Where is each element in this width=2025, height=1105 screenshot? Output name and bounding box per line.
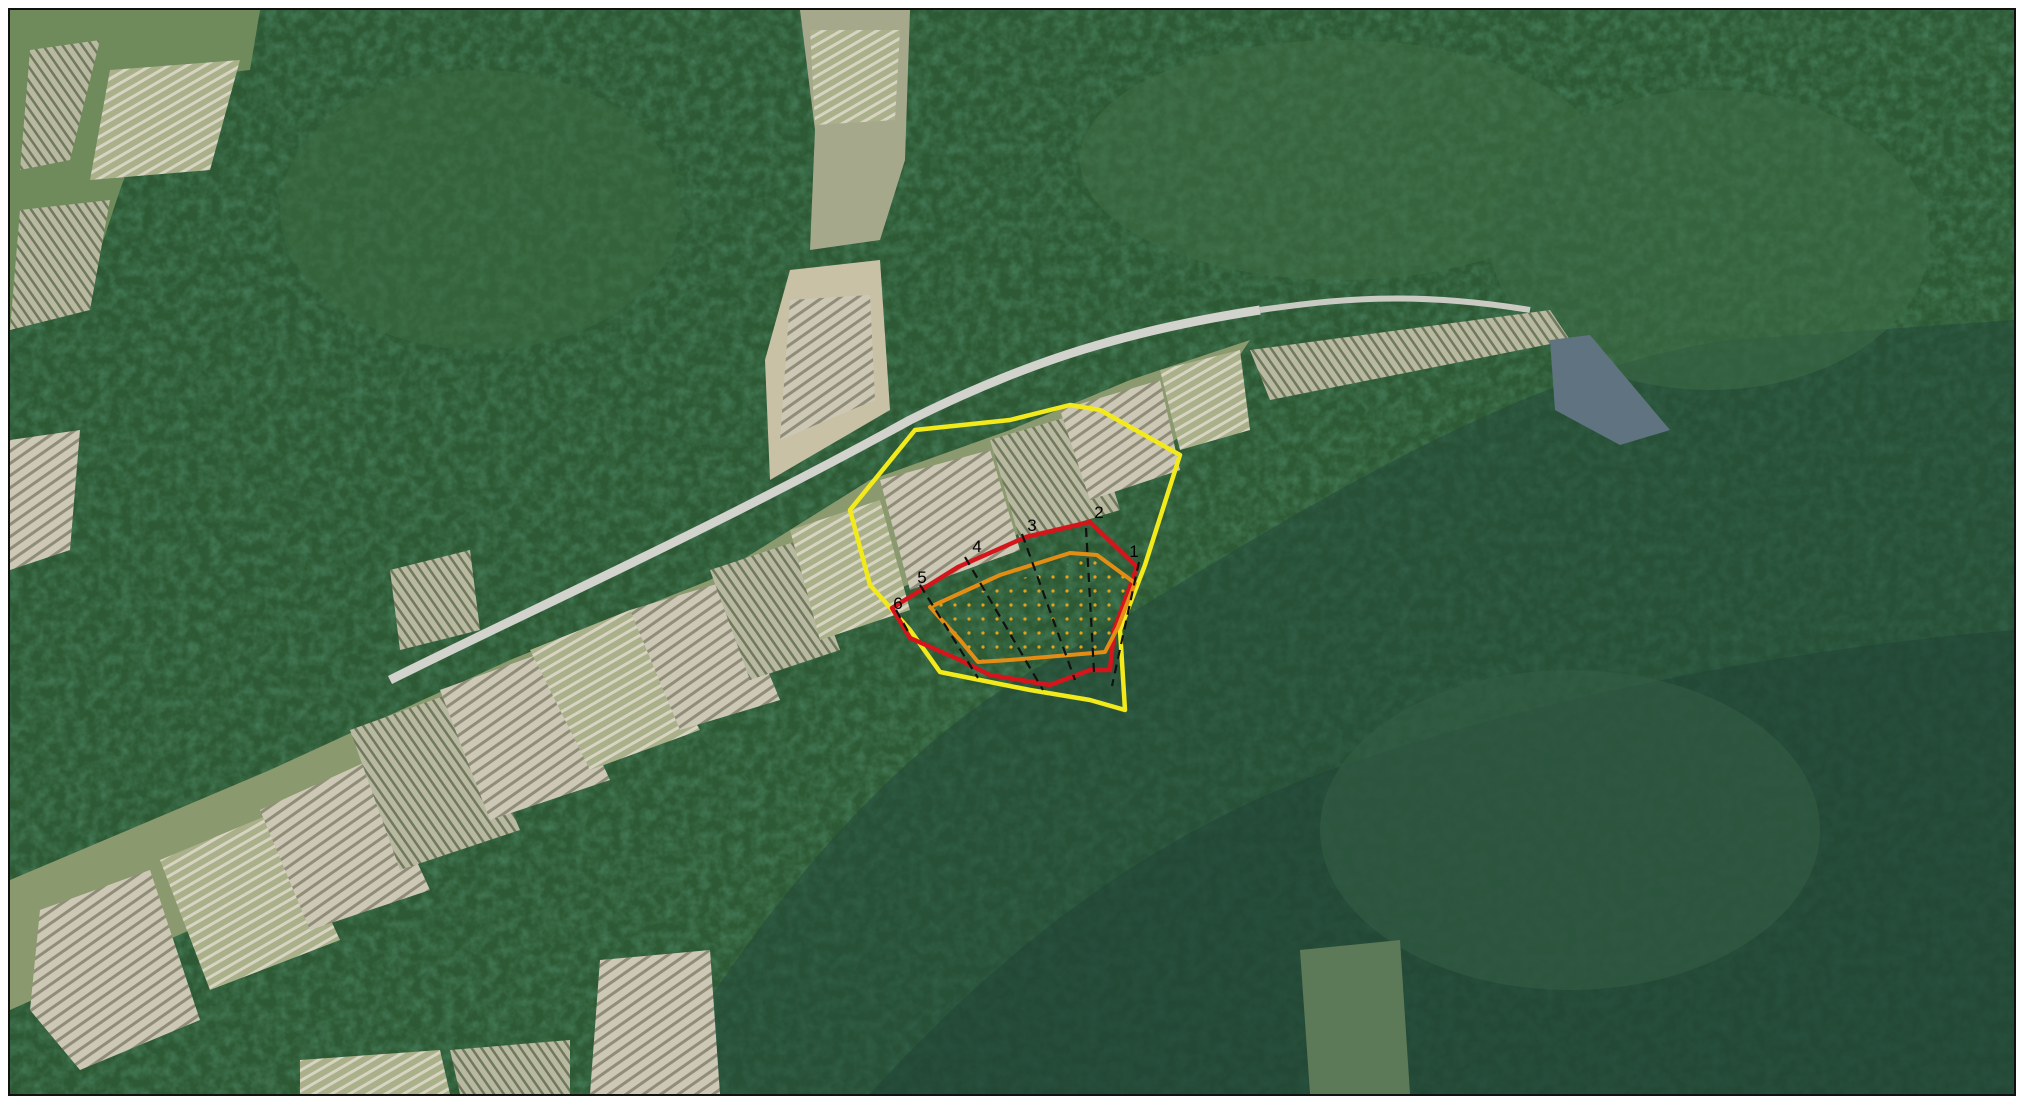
aerial-map-frame: 1 2 3 4 5 6 [8, 8, 2016, 1096]
road-east [1259, 295, 1531, 313]
light-canopy [280, 40, 1930, 990]
section-line-1 [1110, 561, 1141, 687]
section-label-4: 4 [972, 537, 981, 556]
lower-fields [300, 940, 1410, 1094]
section-lines [895, 527, 1141, 691]
section-line-5 [919, 584, 979, 679]
red-boundary [889, 519, 1140, 688]
section-label-1: 1 [1129, 542, 1138, 561]
section-label-5: 5 [917, 568, 926, 587]
east-fields [1250, 310, 1570, 400]
section-label-3: 3 [1027, 516, 1036, 535]
orange-boundary [928, 551, 1137, 664]
section-line-6 [895, 609, 911, 636]
upper-paddy-strip [765, 10, 910, 480]
road [387, 305, 1261, 685]
upper-left-fields [10, 10, 260, 570]
section-line-4 [964, 556, 1044, 691]
outer-boundary [847, 402, 1183, 713]
pond [1550, 335, 1670, 445]
aerial-map: 1 2 3 4 5 6 [10, 10, 2014, 1094]
section-label-6: 6 [893, 594, 902, 613]
section-label-2: 2 [1094, 503, 1103, 522]
section-line-2 [1084, 527, 1096, 673]
section-line-3 [1020, 533, 1077, 681]
